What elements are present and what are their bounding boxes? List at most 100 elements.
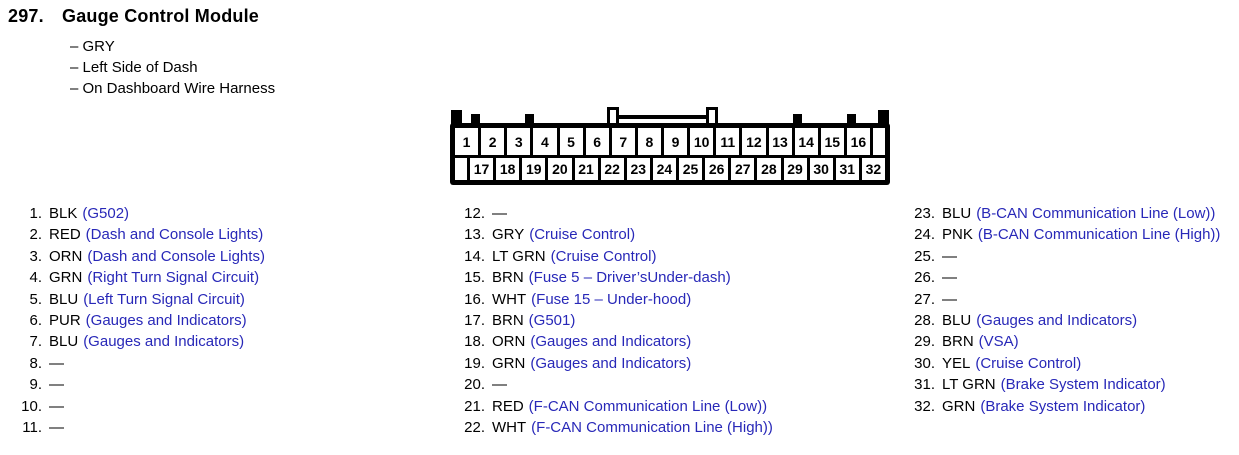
- circuit-link[interactable]: (Fuse 5 – Driver’sUnder-dash): [528, 269, 731, 287]
- circuit-link[interactable]: (B-CAN Communication Line (Low)): [976, 205, 1216, 222]
- circuit-link[interactable]: (F-CAN Communication Line (High)): [531, 419, 773, 437]
- connector-pin-31: 31: [835, 158, 859, 180]
- pin-number: 31.: [914, 376, 935, 394]
- circuit-link[interactable]: (VSA): [978, 333, 1019, 351]
- wire-color-code: —: [49, 419, 64, 437]
- connector-pin-15: 15: [820, 128, 844, 155]
- connector-pin-26: 26: [705, 158, 729, 180]
- pin-row-18: 18. ORN(Gauges and Indicators): [455, 331, 773, 352]
- pin-number: 15.: [464, 269, 485, 287]
- pin-row-20: 20. —: [455, 374, 773, 395]
- wire-color-code: —: [49, 354, 64, 372]
- circuit-link[interactable]: (Gauges and Indicators): [976, 312, 1138, 330]
- pin-row-12: 12.—: [455, 203, 773, 224]
- circuit-link[interactable]: (Brake System Indicator): [980, 397, 1146, 415]
- pin-row-30: 30.YEL(Cruise Control): [905, 353, 1220, 374]
- pin-number: 3.: [29, 247, 42, 265]
- wire-color-code: GRN: [942, 397, 976, 415]
- circuit-link[interactable]: (Cruise Control): [975, 354, 1082, 372]
- attribute-list: – GRY– Left Side of Dash– On Dashboard W…: [62, 36, 275, 99]
- wire-color-code: WHT: [492, 419, 527, 437]
- pin-number: 24.: [914, 226, 935, 244]
- connector-pin-17: 17: [470, 158, 494, 180]
- pin-number: 22.: [464, 419, 485, 437]
- wire-color-code: —: [942, 290, 957, 308]
- circuit-link[interactable]: (Right Turn Signal Circuit): [87, 269, 260, 287]
- wire-color-code: BRN: [492, 269, 524, 287]
- wire-color-code: GRN: [492, 354, 526, 372]
- pin-row-29: 29.BRN(VSA): [905, 331, 1220, 352]
- pin-number: 25.: [914, 247, 935, 265]
- circuit-link[interactable]: (Gauges and Indicators): [530, 354, 692, 372]
- circuit-link[interactable]: (Gauges and Indicators): [530, 333, 692, 351]
- attribute-line: – GRY: [70, 38, 115, 55]
- pin-number: 20.: [464, 376, 485, 394]
- wire-color-code: GRY: [492, 226, 525, 244]
- pin-number: 1.: [29, 205, 42, 222]
- pin-row-6: 6.PUR(Gauges and Indicators): [12, 310, 265, 331]
- pin-row-16: 16.WHT(Fuse 15 – Under-hood): [455, 289, 773, 310]
- pin-row-24: 24.PNK(B-CAN Communication Line (High)): [905, 224, 1220, 245]
- circuit-link[interactable]: (B-CAN Communication Line (High)): [977, 226, 1221, 244]
- connector-pin-25: 25: [679, 158, 703, 180]
- pin-row-26: 26.—: [905, 267, 1220, 288]
- pin-number: 7.: [29, 333, 42, 351]
- connector-pin-2: 2: [481, 128, 505, 155]
- connector-pin-30: 30: [809, 158, 833, 180]
- wire-color-code: PUR: [49, 312, 81, 330]
- connector-pin-27: 27: [731, 158, 755, 180]
- connector-pin-22: 22: [600, 158, 624, 180]
- pin-row-17: 17.BRN(G501): [455, 310, 773, 331]
- wire-color-code: —: [942, 247, 957, 265]
- connector-pin-5: 5: [559, 128, 583, 155]
- pin-number: 9.: [29, 376, 42, 394]
- wire-color-code: —: [49, 397, 64, 415]
- circuit-link[interactable]: (Dash and Console Lights): [87, 247, 265, 265]
- wire-color-code: RED: [49, 226, 81, 244]
- connector-key-bump: [793, 114, 802, 126]
- pin-number: 21.: [464, 397, 485, 415]
- circuit-link[interactable]: (Dash and Console Lights): [85, 226, 264, 244]
- circuit-link[interactable]: (Gauges and Indicators): [83, 333, 245, 351]
- circuit-link[interactable]: (Cruise Control): [529, 226, 636, 244]
- pin-number: 8.: [29, 354, 42, 372]
- wire-color-code: ORN: [492, 333, 526, 351]
- pin-number: 23.: [914, 205, 935, 222]
- circuit-link[interactable]: (G502): [82, 205, 130, 222]
- connector-ear-left: [451, 110, 462, 126]
- pin-row-23: 23.BLU(B-CAN Communication Line (Low)): [905, 203, 1220, 224]
- pin-number: 18.: [464, 333, 485, 351]
- circuit-link[interactable]: (Fuse 15 – Under-hood): [531, 290, 692, 308]
- connector-blank-cell: [455, 158, 467, 180]
- connector-pin-7: 7: [611, 128, 635, 155]
- connector-pin-23: 23: [626, 158, 650, 180]
- circuit-link[interactable]: (Gauges and Indicators): [85, 312, 247, 330]
- circuit-link[interactable]: (Brake System Indicator): [1000, 376, 1166, 394]
- wire-color-code: WHT: [492, 290, 527, 308]
- page-title: Gauge Control Module: [62, 6, 259, 26]
- circuit-link[interactable]: (G501): [528, 312, 576, 330]
- wire-color-code: —: [492, 205, 507, 222]
- pin-column-3: 23.BLU(B-CAN Communication Line (Low))24…: [905, 203, 1220, 417]
- pin-number: 2.: [29, 226, 42, 244]
- connector-pin-16: 16: [846, 128, 870, 155]
- pin-row-10: 10. —: [12, 396, 265, 417]
- pin-number: 11.: [22, 419, 42, 437]
- wire-color-code: —: [492, 376, 507, 394]
- connector-pin-28: 28: [757, 158, 781, 180]
- pin-row-9: 9.—: [12, 374, 265, 395]
- pin-number: 5.: [29, 290, 42, 308]
- pin-row-27: 27.—: [905, 289, 1220, 310]
- pin-row-13: 13.GRY(Cruise Control): [455, 224, 773, 245]
- circuit-link[interactable]: (Left Turn Signal Circuit): [83, 290, 245, 308]
- circuit-link[interactable]: (F-CAN Communication Line (Low)): [528, 397, 768, 415]
- circuit-link[interactable]: (Cruise Control): [550, 247, 657, 265]
- connector-pin-32: 32: [861, 158, 885, 180]
- wire-color-code: BLU: [942, 312, 972, 330]
- pin-number: 10.: [21, 397, 42, 415]
- pin-row-14: 14.LT GRN(Cruise Control): [455, 246, 773, 267]
- attribute-line: – Left Side of Dash: [70, 59, 198, 76]
- pin-number: 28.: [914, 312, 935, 330]
